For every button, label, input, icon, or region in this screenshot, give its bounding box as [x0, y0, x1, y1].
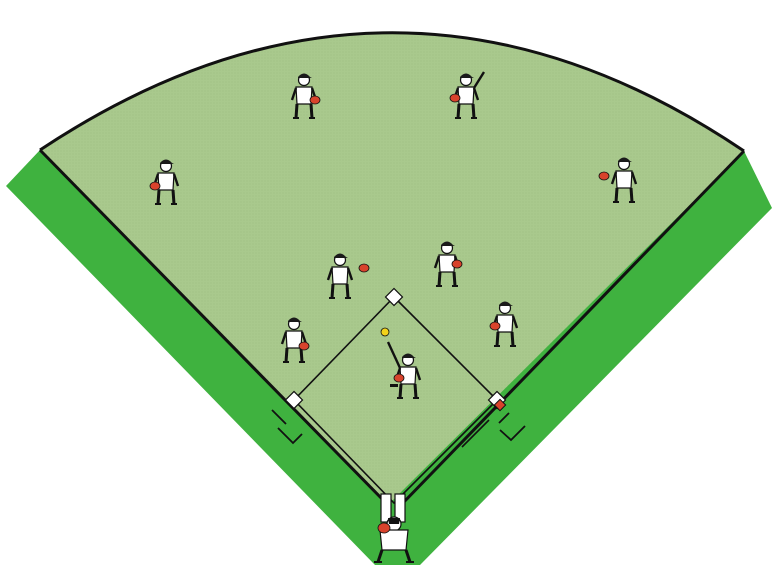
batters-box-left: [381, 494, 391, 522]
baseball: [381, 328, 389, 336]
pitchers-rubber: [390, 384, 398, 387]
